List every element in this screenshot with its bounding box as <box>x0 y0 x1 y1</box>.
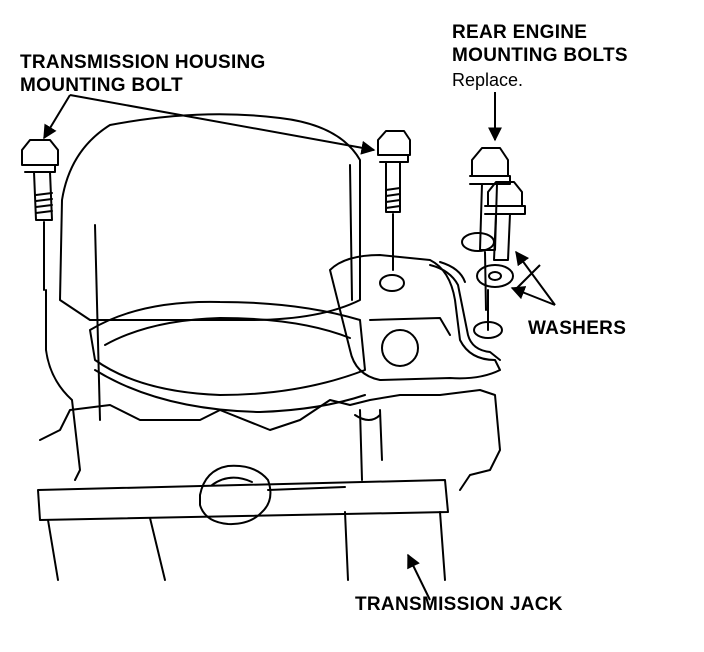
bracket-edge <box>439 261 466 283</box>
jack-post-2 <box>149 517 166 581</box>
jack-post-left <box>47 519 59 581</box>
case-inner-line <box>359 409 363 481</box>
rear-mount-bracket <box>429 264 501 361</box>
bell-housing-lower-arc <box>94 369 366 413</box>
transmission-housing-outline <box>59 113 361 322</box>
bell-housing-inner-arc <box>104 317 351 346</box>
transmission-case <box>39 389 501 491</box>
boss-step <box>369 317 451 336</box>
jack-knob-bevel <box>211 476 253 486</box>
leader-housing-left <box>43 94 71 140</box>
mounting-boss <box>329 254 501 381</box>
housing-vertical-line <box>94 224 101 421</box>
bell-housing-flange <box>89 300 366 396</box>
label-rear-engine-line1: REAR ENGINE <box>452 22 588 43</box>
label-rear-engine-note: Replace. <box>452 70 524 90</box>
leader-washer-1 <box>510 286 556 306</box>
lower-washer <box>473 321 503 339</box>
boss-bolt-hole <box>379 274 405 292</box>
leader-extra <box>514 264 541 291</box>
leader-washer-2 <box>515 250 556 306</box>
case-notch <box>354 414 381 421</box>
leader-housing-center <box>69 94 376 155</box>
center-housing-bolt <box>377 130 411 271</box>
housing-left-edge <box>45 289 81 481</box>
jack-post-4 <box>439 511 446 581</box>
jack-arm <box>267 486 346 491</box>
jack-post-3 <box>344 511 349 581</box>
leader-jack <box>407 553 431 601</box>
large-bore-hole <box>381 329 419 367</box>
rear-engine-bolt-2 <box>476 181 526 331</box>
left-housing-bolt <box>21 139 59 291</box>
jack-knob <box>199 464 272 526</box>
label-transmission-housing-line1: TRANSMISSION HOUSING <box>20 52 266 73</box>
label-rear-engine-line2: MOUNTING BOLTS <box>452 45 628 66</box>
label-transmission-jack: TRANSMISSION JACK <box>355 594 563 615</box>
housing-vertical-line-2 <box>349 164 353 301</box>
label-washers: WASHERS <box>528 318 627 339</box>
case-inner-line-2 <box>379 409 383 461</box>
jack-saddle <box>37 479 449 521</box>
label-transmission-housing-line2: MOUNTING BOLT <box>20 75 183 96</box>
